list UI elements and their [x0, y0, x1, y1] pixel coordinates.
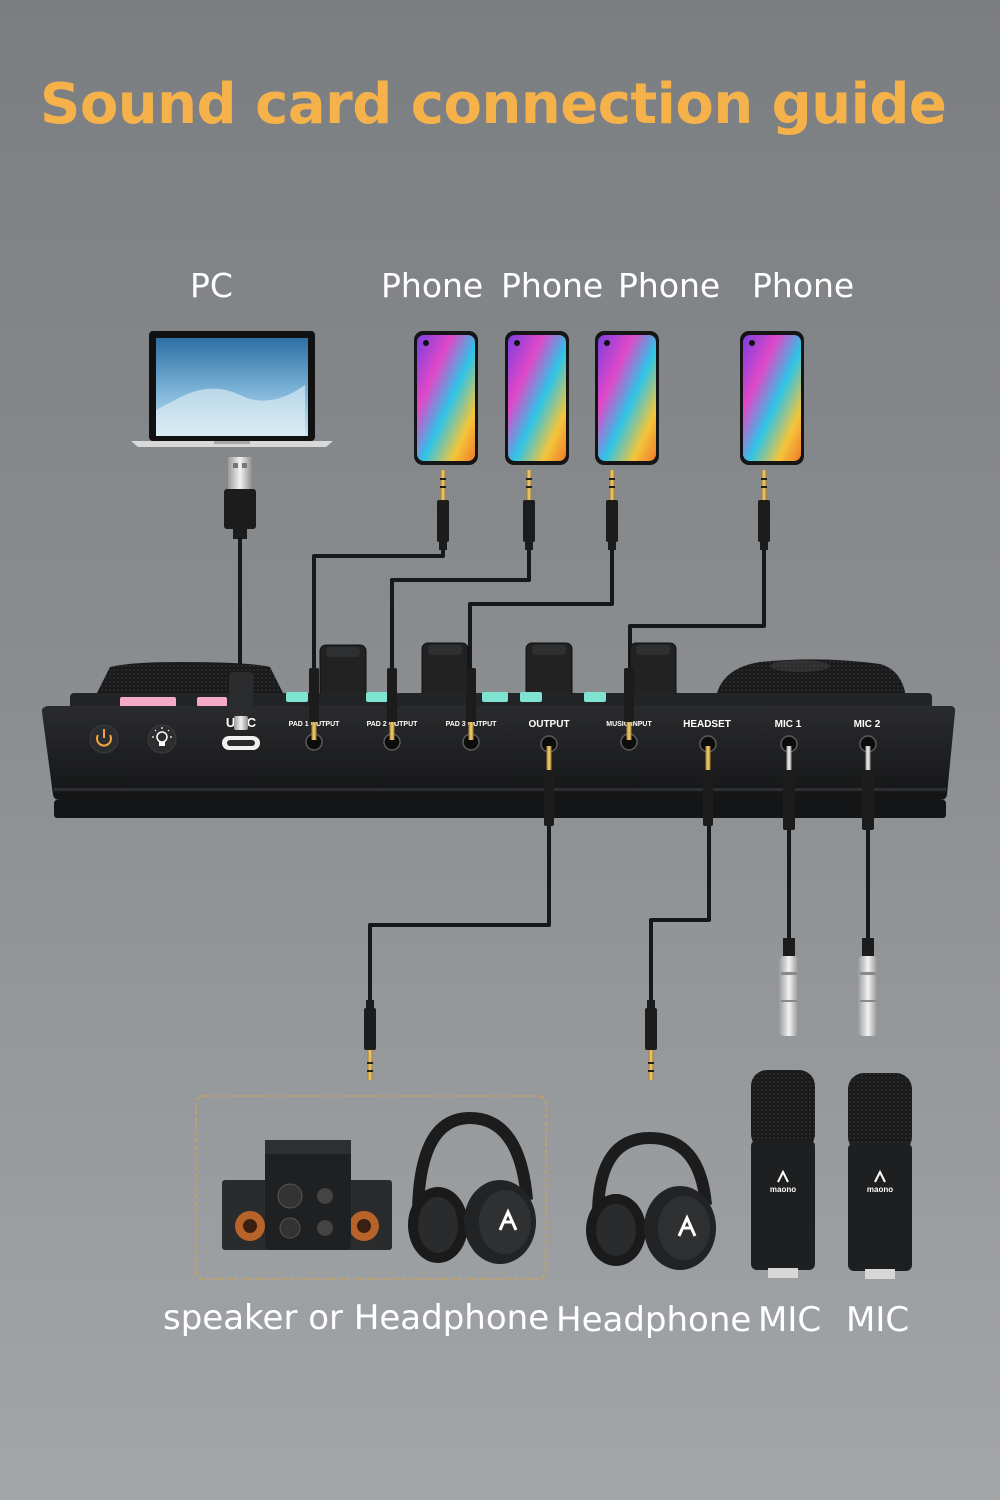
port-label-headset: HEADSET	[683, 719, 731, 730]
usb-c-port-icon	[222, 736, 260, 750]
label-phone-4: Phone	[752, 266, 855, 305]
audio-jack-icon	[364, 1000, 376, 1080]
light-bulb-icon	[147, 724, 177, 754]
speaker-headphone-group-box	[195, 1095, 547, 1280]
phone-icon-2	[505, 331, 569, 465]
headphone-icon	[586, 1131, 716, 1270]
usb-plug-icon	[224, 457, 256, 539]
top-port-plugs	[309, 668, 634, 740]
label-phone-2: Phone	[501, 266, 604, 305]
brand-logo-text: maono	[770, 1185, 796, 1194]
port-label-mic1: MIC 1	[775, 719, 802, 730]
port-label-mic2: MIC 2	[854, 719, 881, 730]
audio-jack-icon	[758, 470, 770, 550]
label-phone-3: Phone	[618, 266, 721, 305]
label-pc: PC	[190, 266, 233, 305]
sound-card-device	[41, 642, 956, 818]
audio-jack-icon	[606, 470, 618, 550]
phone-icon-1	[414, 331, 478, 465]
usb-c-plug-icon	[229, 672, 253, 730]
audio-ports	[305, 733, 877, 753]
headphone-icon	[408, 1111, 536, 1264]
microphone-icon: maono	[848, 1073, 912, 1279]
power-icon	[89, 724, 119, 754]
xlr-connector-icon	[779, 938, 799, 1036]
audio-jack-icon	[437, 470, 449, 550]
phone-icon-4	[740, 331, 804, 465]
xlr-connector-icon	[858, 938, 878, 1036]
speaker-system-icon	[222, 1140, 392, 1250]
label-phone-1: Phone	[381, 266, 484, 305]
label-mic-2: MIC	[846, 1300, 910, 1340]
label-headphone: Headphone	[556, 1300, 752, 1340]
phone-icon-3	[595, 331, 659, 465]
label-speaker-or-headphone: speaker or Headphone	[163, 1298, 550, 1338]
audio-jack-icon	[645, 1000, 657, 1080]
laptop-icon	[131, 331, 333, 447]
audio-jack-icon	[523, 470, 535, 550]
brand-logo-text: maono	[867, 1185, 893, 1194]
microphone-icon: maono	[751, 1070, 815, 1278]
label-mic-1: MIC	[758, 1300, 822, 1340]
port-label-output: OUTPUT	[528, 719, 569, 730]
bottom-port-plugs	[544, 746, 874, 830]
page-title: Sound card connection guide	[40, 72, 947, 137]
